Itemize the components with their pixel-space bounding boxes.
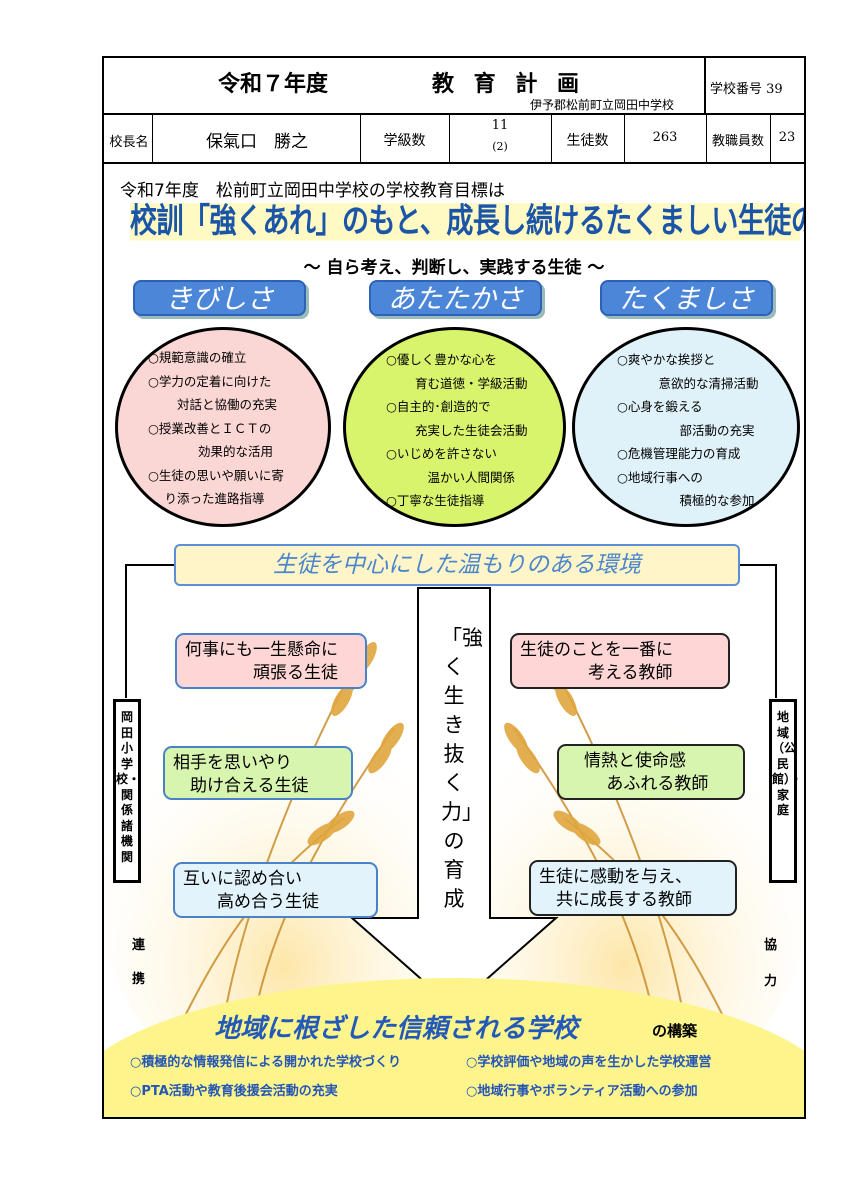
pillar-title-atatakasa: あたたかさ [369,280,542,316]
student-goal-2: 相手を思いやり 助け合える生徒 [163,746,353,800]
students-label: 生徒数 [566,133,609,149]
header-divider [704,58,706,113]
pillar-items-takumashisa: ○爽やかな挨拶と 意欲的な清掃活動 ○心身を鍛える 部活動の充実 ○危機管理能力… [617,352,759,508]
environment-banner: 生徒を中心にした温もりのある環境 [174,544,740,586]
classes-value: 11 [491,118,509,133]
plan-title: 教 育 計 画 [432,71,585,97]
year-label: 令和７年度 [218,71,329,97]
principal-label: 校長名 [109,135,149,150]
school-motto: 校訓「強くあれ」のもと、成長し続けるたくましい生徒の育成 [130,201,806,241]
pillar-title-takumashisa: たくましさ [600,280,773,316]
connector-lines [125,564,777,1010]
right-partner-box: 地域（公民館）・家庭 [769,699,802,883]
staff-value: 23 [778,130,796,145]
bottom-item-4: ○地域行事やボランティア活動への参加 [466,1084,698,1099]
header-divider [152,113,153,162]
header-divider [770,113,771,162]
bottom-title-suffix: の構築 [652,1022,698,1040]
students-value: 263 [652,130,678,145]
pillar-circle-atatakasa [343,327,566,527]
center-goal-text: 「強く生き抜く力」の育成 [441,626,483,911]
goal-subtitle: ～ 自ら考え、判断し、実践する生徒 ～ [303,258,605,278]
pillar-title-kibishisa: きびしさ [133,280,306,316]
teacher-goal-2: 情熱と使命感 あふれる教師 [557,744,745,800]
bottom-item-1: ○積極的な情報発信による開かれた学校づくり [130,1055,401,1070]
principal-name: 保氣口 勝之 [206,132,308,152]
header-divider [360,113,361,162]
right-relation-1: 協 [764,938,778,953]
header-divider [551,113,552,162]
teacher-goal-3: 生徒に感動を与え、 共に成長する教師 [529,860,737,916]
pillar-items-kibishisa: ○規範意識の確立 ○学力の定着に向けた 対話と協働の充実 ○授業改善とＩＣＴの … [148,350,284,506]
header-divider [624,113,625,162]
left-relation-1: 連 [132,938,146,953]
classes-label: 学級数 [383,133,426,149]
left-relation-2: 携 [132,972,146,987]
header-divider [104,162,804,164]
teacher-goal-1: 生徒のことを一番に 考える教師 [510,633,730,689]
right-relation-2: 力 [764,974,778,989]
goal-heading: 令和7年度 松前町立岡田中学校の学校教育目標は [120,181,505,201]
pillar-circle-kibishisa [115,327,331,527]
pillar-items-atatakasa: ○優しく豊かな心を 育む道徳・学級活動 ○自主的･創造的で 充実した生徒会活動 … [386,352,528,508]
bottom-title: 地域に根ざした信頼される学校 [214,1014,579,1044]
bottom-item-2: ○学校評価や地域の声を生かした学校運営 [466,1055,712,1070]
classes-sub: (2) [492,140,508,153]
header-divider [706,113,707,162]
header-divider [104,113,804,115]
bottom-item-3: ○PTA活動や教育後援会活動の充実 [130,1084,338,1099]
header-divider [449,113,450,162]
student-goal-3: 互いに認め合い 高め合う生徒 [173,862,378,918]
plan-sheet: 令和７年度 教 育 計 画 伊予郡松前町立岡田中学校 学校番号 39 校長名 保… [102,56,806,1119]
school-name: 伊予郡松前町立岡田中学校 [530,98,675,112]
pillar-circle-takumashisa [572,327,800,527]
student-goal-1: 何事にも一生懸命に 頑張る生徒 [175,633,367,689]
left-partner-box: 岡田小学校・関係諸機関 [113,699,141,883]
staff-label: 教職員数 [711,134,764,149]
school-number: 学校番号 39 [710,82,783,97]
